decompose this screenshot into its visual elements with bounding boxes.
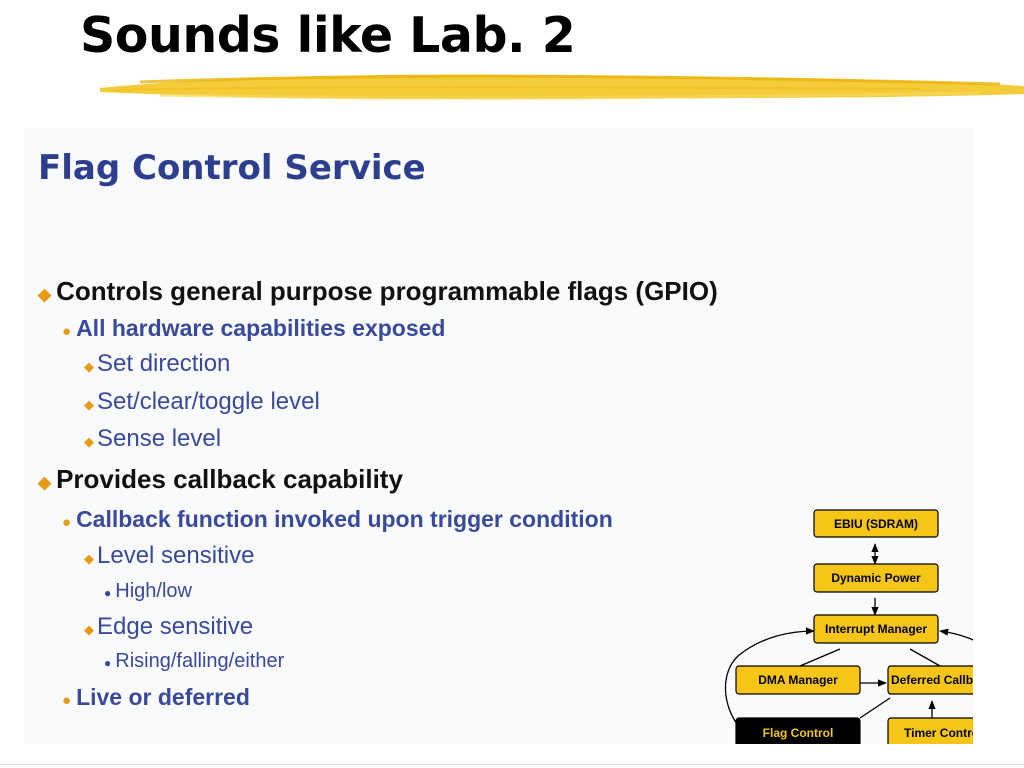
diamond-bullet-icon: ◆	[84, 434, 94, 449]
bullet-gpio: ◆Controls general purpose programmable f…	[38, 276, 718, 306]
dot-bullet-icon: ●	[62, 514, 72, 531]
dot-bullet-icon: ●	[62, 692, 72, 709]
panel-title: Flag Control Service	[38, 148, 426, 188]
interrupt-manager-box: Interrupt Manager	[813, 614, 939, 644]
dot-bullet-icon: ●	[104, 586, 112, 600]
ebiu-box: EBIU (SDRAM)	[813, 509, 939, 538]
bullet-set-clear-toggle: ◆Set/clear/toggle level	[84, 388, 320, 415]
svg-text:Dynamic Power: Dynamic Power	[831, 571, 921, 585]
diamond-bullet-icon: ◆	[84, 359, 94, 374]
bullet-edge-sensitive: ◆Edge sensitive	[84, 613, 254, 640]
diamond-bullet-icon: ◆	[38, 473, 52, 492]
content-panel: Flag Control Service ◆Controls general p…	[24, 128, 973, 744]
svg-text:DMA Manager: DMA Manager	[758, 673, 838, 687]
svg-text:Flag Control: Flag Control	[763, 726, 834, 740]
bullet-level-sensitive: ◆Level sensitive	[84, 542, 255, 569]
bullet-hw-capabilities: ●All hardware capabilities exposed	[62, 315, 446, 341]
bullet-callback-function: ●Callback function invoked upon trigger …	[62, 506, 613, 532]
dynamic-power-box: Dynamic Power	[813, 563, 939, 593]
service-diagram: EBIU (SDRAM) Dynamic Power Interrupt Man…	[724, 509, 973, 744]
diamond-bullet-icon: ◆	[84, 551, 94, 566]
diamond-bullet-icon: ◆	[84, 397, 94, 412]
dot-bullet-icon: ●	[62, 323, 72, 340]
diamond-bullet-icon: ◆	[84, 622, 94, 637]
deferred-callback-box: Deferred Callback	[887, 665, 973, 695]
bullet-high-low: ●High/low	[104, 580, 192, 602]
flag-control-box: Flag Control	[735, 717, 861, 744]
svg-text:Timer Control: Timer Control	[904, 726, 973, 740]
timer-control-box: Timer Control	[887, 717, 973, 744]
footer-divider	[0, 764, 1024, 765]
bullet-live-deferred: ●Live or deferred	[62, 684, 250, 710]
svg-text:Deferred Callback: Deferred Callback	[891, 673, 973, 687]
slide-title: Sounds like Lab. 2	[80, 7, 576, 64]
diagram-connectors	[724, 543, 973, 729]
svg-text:Interrupt Manager: Interrupt Manager	[825, 622, 927, 636]
dma-manager-box: DMA Manager	[735, 665, 861, 695]
svg-text:EBIU (SDRAM): EBIU (SDRAM)	[834, 517, 918, 531]
bullet-rising-falling: ●Rising/falling/either	[104, 650, 285, 672]
highlighter-stroke	[100, 74, 1024, 100]
diamond-bullet-icon: ◆	[38, 285, 52, 304]
bullet-sense-level: ◆Sense level	[84, 425, 222, 452]
dot-bullet-icon: ●	[104, 656, 112, 670]
bullet-callback-capability: ◆Provides callback capability	[38, 464, 403, 494]
bullet-set-direction: ◆Set direction	[84, 350, 231, 377]
